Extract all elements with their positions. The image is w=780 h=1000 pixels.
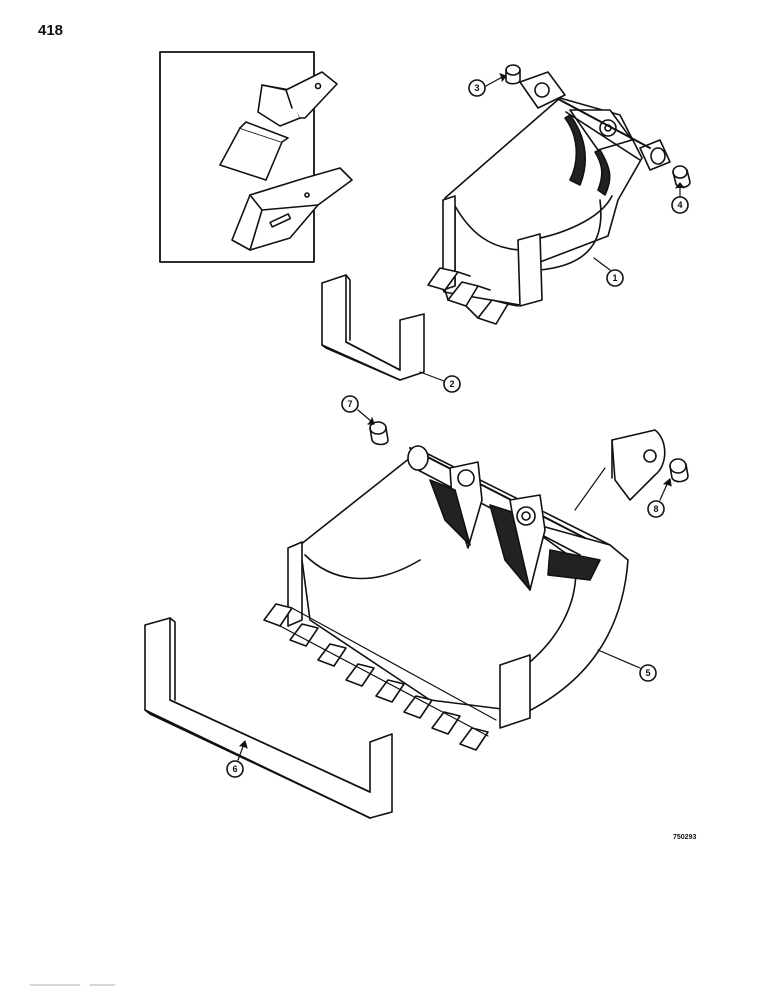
callout-5-label: 5 [645, 668, 650, 678]
callout-8-label: 8 [653, 504, 658, 514]
callout-2: 2 [443, 375, 461, 393]
callout-6-label: 6 [232, 764, 237, 774]
drawing-code: 750293 [673, 834, 697, 841]
narrow-bucket [427, 71, 671, 325]
leader-lines [237, 73, 685, 761]
callout-5: 5 [639, 664, 657, 682]
page-number: 418 [38, 22, 64, 39]
tooth-guard-narrow [321, 274, 425, 381]
callout-3-label: 3 [474, 83, 479, 93]
callout-4: 4 [671, 196, 689, 214]
bushing-8 [669, 458, 689, 483]
tooth-detail-inset [159, 51, 353, 263]
callout-7-label: 7 [347, 399, 352, 409]
callout-7: 7 [341, 395, 359, 413]
bushing-7 [369, 421, 389, 446]
bushing-3 [505, 64, 521, 85]
callout-3: 3 [468, 79, 486, 97]
callout-2-label: 2 [449, 379, 454, 389]
callout-4-label: 4 [677, 200, 682, 210]
callout-6: 6 [226, 760, 244, 778]
side-plate [611, 429, 666, 501]
tooth-guard-wide [144, 617, 393, 819]
callout-1: 1 [606, 269, 624, 287]
callout-8: 8 [647, 500, 665, 518]
wide-bucket [263, 445, 629, 751]
callout-1-label: 1 [612, 273, 617, 283]
wide-bucket-teeth [263, 603, 497, 751]
